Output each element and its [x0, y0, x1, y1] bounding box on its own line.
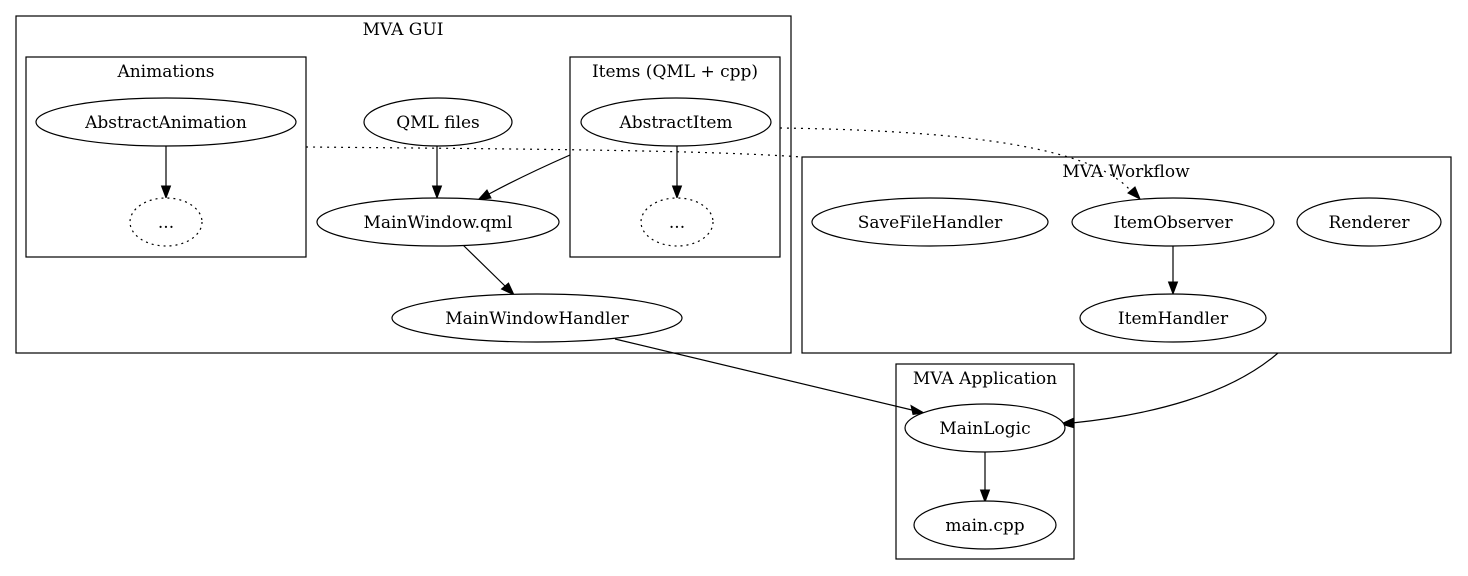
node-label: QML files: [396, 113, 480, 133]
node-abstractitem: AbstractItem: [580, 97, 772, 147]
node-mainwindowqml: MainWindow.qml: [316, 197, 560, 247]
node-label: ...: [158, 213, 174, 233]
cluster-items: Items (QML + cpp): [569, 56, 781, 258]
node-shape: [811, 197, 1049, 247]
edge-line: [305, 146, 803, 158]
node-label: MainWindowHandler: [445, 309, 629, 329]
node-shape: [316, 197, 560, 247]
node-label: MainLogic: [939, 419, 1030, 439]
node-label: MainWindow.qml: [364, 213, 513, 233]
cluster-animations: Animations: [25, 56, 307, 258]
node-shape: [904, 403, 1066, 453]
node-label: ...: [669, 213, 685, 233]
edge-workflow-to-mainlogic: [1059, 352, 1279, 429]
cluster-mva-workflow-title: MVA Workflow: [1062, 162, 1190, 182]
edge-qmlfiles-to-mainwindowqml: [431, 146, 443, 200]
node-savefilehandler: SaveFileHandler: [811, 197, 1049, 247]
node-shape: [913, 500, 1057, 550]
cluster-mva-application-title: MVA Application: [913, 369, 1057, 389]
node-shape: [129, 197, 203, 247]
arrow-head: [1167, 281, 1179, 296]
node-itemhandler: ItemHandler: [1079, 293, 1267, 343]
node-shape: [580, 97, 772, 147]
cluster-mva-application-box: [895, 363, 1075, 560]
node-mainlogic: MainLogic: [904, 403, 1066, 453]
node-abstractanimation: AbstractAnimation: [35, 97, 297, 147]
node-mainwindowhandler: MainWindowHandler: [391, 293, 683, 343]
edge-line: [488, 154, 571, 195]
node-itemobserver: ItemObserver: [1071, 197, 1275, 247]
edge-abstractitem-to-more: [671, 146, 683, 200]
node-item-more: ...: [640, 197, 714, 247]
cluster-animations-box: [25, 56, 307, 258]
node-qmlfiles: QML files: [363, 97, 513, 147]
node-animation-more: ...: [129, 197, 203, 247]
cluster-mva-gui-box: [15, 15, 792, 354]
node-maincpp: main.cpp: [913, 500, 1057, 550]
edge-animations-to-workflow-dotted: [305, 146, 803, 158]
node-label: AbstractAnimation: [84, 113, 247, 133]
edge-line: [462, 244, 506, 287]
edge-line: [779, 127, 1131, 191]
node-shape: [1079, 293, 1267, 343]
node-shape: [640, 197, 714, 247]
node-label: main.cpp: [945, 516, 1024, 536]
edge-line: [1071, 352, 1279, 424]
cluster-mva-application: MVA Application: [895, 363, 1075, 560]
edge-mainwindowqml-to-handler: [462, 244, 516, 297]
cluster-animations-title: Animations: [116, 62, 214, 82]
arrow-head: [160, 185, 172, 200]
node-label: ItemObserver: [1113, 213, 1233, 233]
edge-mainlogic-to-maincpp: [979, 452, 991, 504]
node-shape: [1071, 197, 1275, 247]
edge-abstractitem-to-itemobserver-dotted: [779, 127, 1141, 201]
node-label: Renderer: [1328, 213, 1410, 233]
cluster-mva-gui: MVA GUI: [15, 15, 792, 354]
node-label: ItemHandler: [1118, 309, 1229, 329]
arrow-head: [910, 404, 926, 416]
cluster-mva-gui-title: MVA GUI: [363, 20, 444, 40]
node-shape: [363, 97, 513, 147]
node-shape: [391, 293, 683, 343]
edge-line: [614, 338, 913, 411]
edge-abstractanimation-to-more: [160, 146, 172, 200]
arrow-head: [1059, 417, 1074, 429]
node-label: AbstractItem: [618, 113, 732, 133]
arrow-head: [431, 185, 443, 200]
edge-handler-to-mainlogic: [614, 338, 926, 416]
arrow-head: [1127, 186, 1141, 201]
cluster-mva-workflow: MVA Workflow: [801, 156, 1452, 354]
node-renderer: Renderer: [1296, 197, 1442, 247]
cluster-items-box: [569, 56, 781, 258]
node-shape: [35, 97, 297, 147]
cluster-mva-workflow-box: [801, 156, 1452, 354]
node-label: SaveFileHandler: [858, 213, 1003, 233]
arrow-head: [476, 189, 492, 201]
edge-itemobserver-to-itemhandler: [1167, 245, 1179, 296]
cluster-items-title: Items (QML + cpp): [592, 62, 758, 82]
arrow-head: [979, 489, 991, 504]
arrow-head: [500, 282, 516, 297]
arrow-head: [671, 185, 683, 200]
edge-items-to-mainwindowqml: [476, 154, 571, 201]
node-shape: [1296, 197, 1442, 247]
